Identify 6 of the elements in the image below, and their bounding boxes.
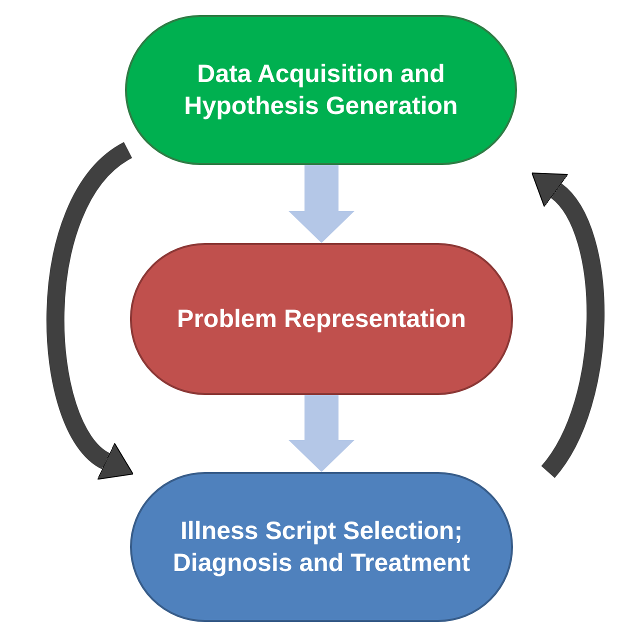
box-label: Data Acquisition and Hypothesis Generation (183, 58, 459, 122)
block-arrow (288, 165, 354, 243)
box-label: Illness Script Selection; Diagnosis and Treatment (172, 516, 472, 579)
box-label: Problem Representation (177, 304, 466, 335)
block-arrow (288, 395, 354, 472)
curved-arrow (46, 142, 134, 480)
